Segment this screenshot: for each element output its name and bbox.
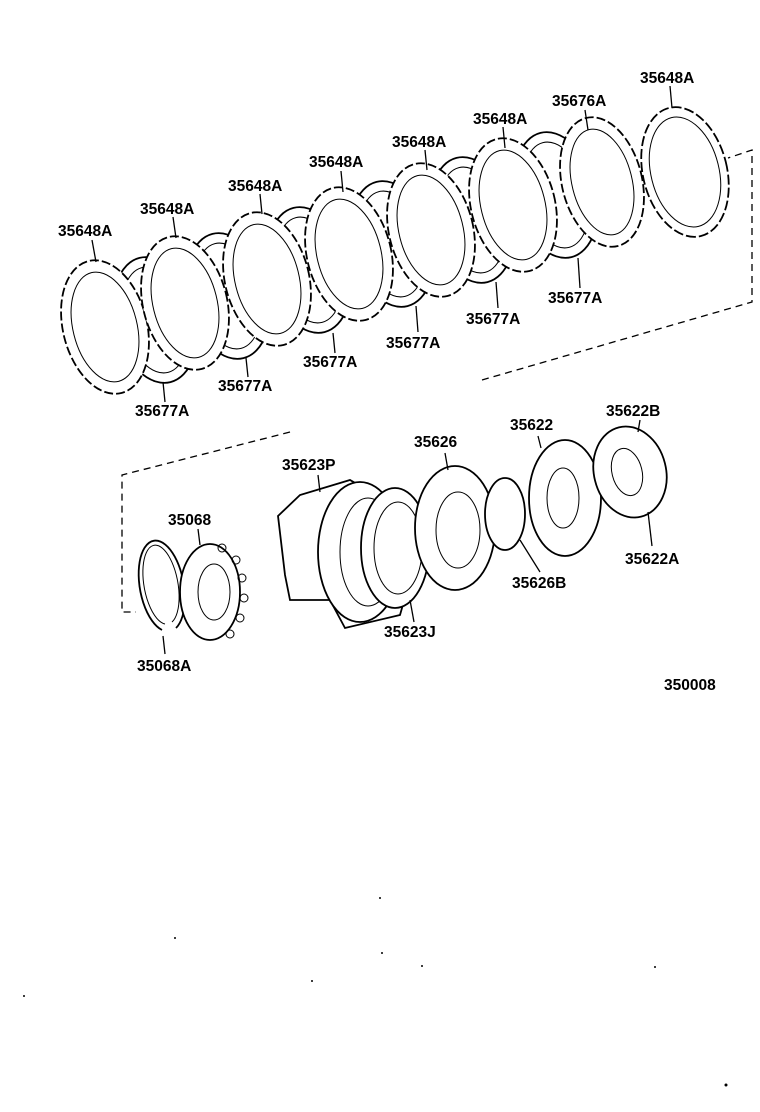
- label-35622b: 35622B: [606, 403, 660, 420]
- label-35648a-3: 35648A: [228, 178, 282, 195]
- o-ring: [484, 477, 526, 551]
- label-35677a-2: 35677A: [218, 378, 272, 395]
- friction-disc: [304, 186, 394, 322]
- label-35648a-6: 35648A: [473, 111, 527, 128]
- friction-disc: [140, 235, 230, 371]
- label-35622a: 35622A: [625, 551, 679, 568]
- label-35648a-4: 35648A: [309, 154, 363, 171]
- label-35677a-3: 35677A: [303, 354, 357, 371]
- label-35677a-6: 35677A: [548, 290, 602, 307]
- label-35068: 35068: [168, 512, 211, 529]
- label-35677a-1: 35677A: [135, 403, 189, 420]
- label-35626b: 35626B: [512, 575, 566, 592]
- label-35676a: 35676A: [552, 93, 606, 110]
- label-35648a-7: 35648A: [640, 70, 694, 87]
- spring-retainer: [179, 543, 249, 641]
- diagram-code: 350008: [664, 677, 716, 694]
- friction-disc: [222, 211, 312, 347]
- thrust-washer: [592, 425, 668, 519]
- friction-disc: [386, 162, 476, 298]
- assembly-connector: [121, 149, 753, 613]
- friction-disc: [468, 137, 558, 273]
- leader-lines: [91, 85, 673, 655]
- flange-plate: [640, 106, 730, 238]
- scan-specks: [23, 897, 728, 1087]
- label-35677a-5: 35677A: [466, 311, 520, 328]
- label-35677a-4: 35677A: [386, 335, 440, 352]
- label-35648a-5: 35648A: [392, 134, 446, 151]
- friction-disc: [559, 116, 645, 248]
- label-35068a: 35068A: [137, 658, 191, 675]
- label-35626: 35626: [414, 434, 457, 451]
- label-35648a-2: 35648A: [140, 201, 194, 218]
- part-labels: 35648A 35648A 35648A 35648A 35648A 35648…: [58, 70, 716, 694]
- clutch-pack: [60, 106, 730, 395]
- label-35622: 35622: [510, 417, 553, 434]
- label-35648a-1: 35648A: [58, 223, 112, 240]
- label-35623j: 35623J: [384, 624, 436, 641]
- snap-ring: [137, 539, 186, 631]
- label-35623p: 35623P: [282, 457, 335, 474]
- cylinder: [528, 439, 602, 557]
- piston-seal: [414, 465, 496, 591]
